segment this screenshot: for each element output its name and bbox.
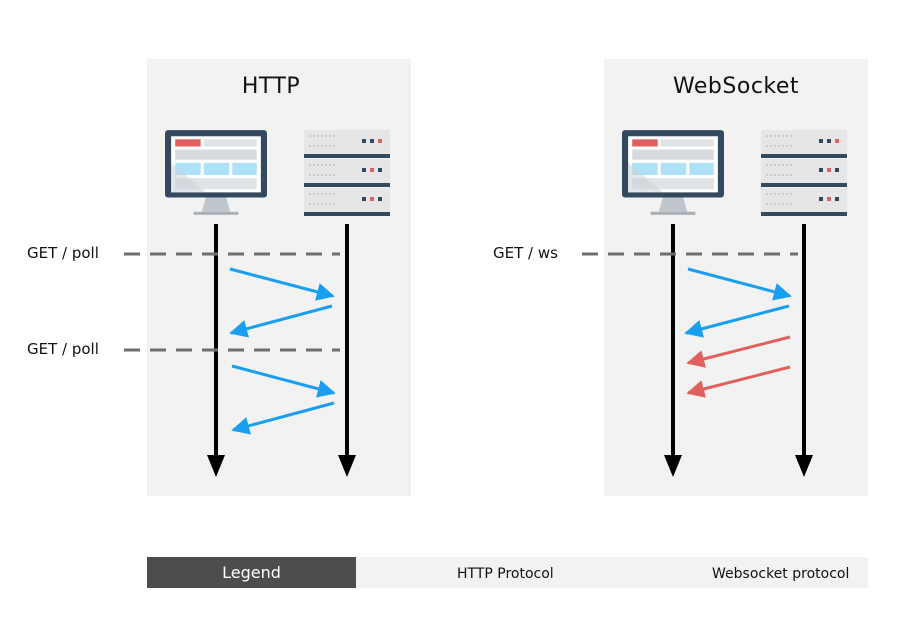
http-response-arrow-1 [229, 304, 333, 338]
websocket-message-arrow-2 [686, 365, 791, 398]
websocket-client-timeline [664, 224, 682, 477]
websocket-request-label: GET / ws [493, 244, 558, 262]
websocket-server-rack-icon [761, 130, 847, 216]
http-request-arrow-1 [229, 267, 335, 301]
http-client-monitor-icon [165, 130, 267, 215]
websocket-server-timeline [795, 224, 813, 477]
http-request-arrow-2 [231, 364, 336, 398]
http-server-rack-icon [304, 130, 390, 216]
http-client-timeline [207, 224, 225, 477]
legend-title-text: Legend [222, 563, 281, 582]
http-server-timeline [338, 224, 356, 477]
websocket-handshake-request-arrow [687, 267, 792, 301]
websocket-message-arrow-1 [686, 335, 791, 368]
legend-items [356, 557, 868, 588]
websocket-client-monitor-icon [622, 130, 724, 215]
legend-websocket-label: Websocket protocol [712, 566, 850, 582]
http-response-arrow-2 [231, 401, 335, 435]
http-panel-title: HTTP [241, 74, 301, 99]
http-request-label-2: GET / poll [27, 340, 99, 358]
legend-http-label: HTTP Protocol [457, 566, 554, 582]
websocket-panel-title: WebSocket [672, 74, 800, 99]
websocket-handshake-response-arrow [684, 304, 790, 338]
http-request-label-1: GET / poll [27, 244, 99, 262]
legend-title: Legend [147, 557, 356, 588]
